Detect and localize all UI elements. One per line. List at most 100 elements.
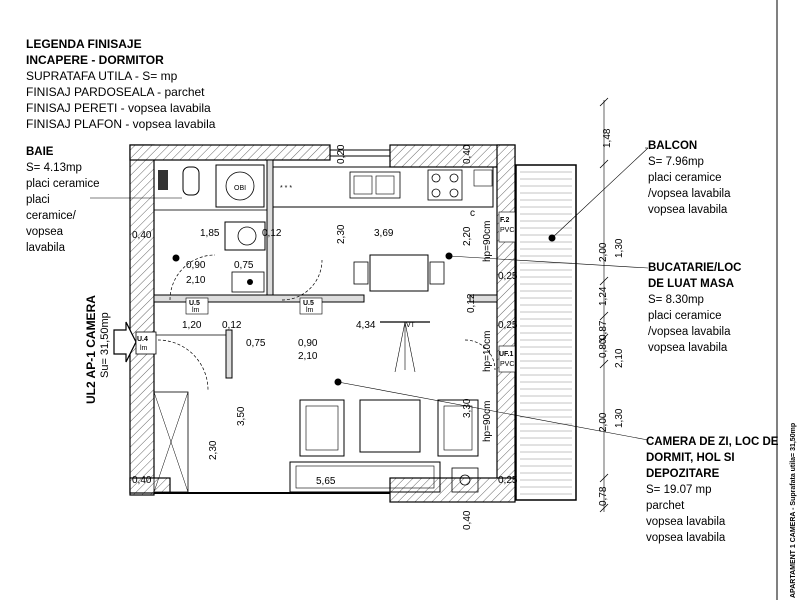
chair-1	[353, 261, 369, 285]
finish-legend: LEGENDA FINISAJE INCAPERE - DORMITOR SUP…	[26, 36, 215, 132]
baie-area: S= 4.13mp	[26, 162, 82, 174]
unit-title: UL2 AP-1 CAMERA	[84, 295, 98, 404]
window-tag-f2[interactable]: F.2 PVC	[498, 211, 516, 243]
legend-area: SUPRATAFA UTILA - S= mp	[26, 69, 178, 83]
window-north	[330, 149, 390, 157]
sofa	[289, 461, 441, 493]
balcon-finish-1: placi ceramice	[648, 172, 722, 184]
dim-5-65: 5,65	[316, 476, 336, 487]
baie-finish-4: vopsea	[26, 226, 64, 238]
washing-machine-icon	[215, 164, 265, 208]
dining-table	[369, 254, 429, 292]
dim-0-90-a: 0,90	[186, 260, 206, 271]
sink-icon	[224, 221, 266, 251]
dim-0-12-b: 0,12	[466, 293, 477, 313]
legend-ceiling: FINISAJ PLAFON - vopsea lavabila	[26, 117, 216, 131]
dim-0-75-b: 0,75	[246, 338, 266, 349]
entrance-marker[interactable]: U.4 lm	[113, 321, 157, 363]
note-bucatarie: BUCATARIE/LOC DE LUAT MASA S= 8.30mp pla…	[648, 260, 741, 356]
rdim-2-00-a: 2,00	[598, 242, 609, 262]
rdim-2-00-b: 2,00	[598, 412, 609, 432]
living-furniture	[153, 391, 479, 493]
note-camera: CAMERA DE ZI, LOC DE DORMIT, HOL SI DEPO…	[646, 434, 778, 546]
door-tag-u5-bath[interactable]: U.5 lm	[185, 297, 209, 315]
rdim-0-78: 0,78	[598, 486, 609, 506]
bathroom-fixtures: OBI	[153, 159, 268, 293]
wall-hall-stub	[225, 329, 233, 379]
unit-area: Su= 31,50mp	[99, 312, 111, 378]
entrance-arrow-icon[interactable]	[113, 321, 137, 363]
note-baie: BAIE S= 4.13mp placi ceramice placi cera…	[26, 144, 100, 256]
kitchen-fixtures: * * *	[272, 166, 494, 292]
wall-north-east	[389, 144, 516, 168]
dim-0-20: 0,20	[336, 144, 347, 164]
interior-walls	[153, 159, 498, 379]
dim-hp90cm-2: hp=90cm	[482, 401, 493, 442]
dim-0-90-b: 0,90	[298, 338, 318, 349]
entrance-dim: lm	[140, 345, 148, 352]
camera-finish-2: vopsea lavabila	[646, 516, 726, 528]
dim-0-75-a: 0,75	[234, 260, 254, 271]
baie-name: BAIE	[26, 146, 54, 158]
legend-walls: FINISAJ PERETI - vopsea lavabila	[26, 101, 211, 115]
kitchen-sink-icon	[349, 171, 401, 199]
svg-text:lm: lm	[192, 307, 200, 314]
dim-0-40-bl: 0,40	[132, 475, 152, 486]
svg-text:PVC: PVC	[500, 227, 514, 234]
armchair-right	[437, 399, 479, 457]
dim-hp90cm: hp=90cm	[482, 221, 493, 262]
dim-1-85: 1,85	[200, 228, 220, 239]
boiler-icon	[231, 271, 265, 293]
camera-finish-1: parchet	[646, 500, 685, 512]
bucatarie-name-2: DE LUAT MASA	[648, 278, 735, 290]
window-tag-uf1[interactable]: UF.1 PVC	[498, 345, 516, 373]
dim-2-30-a: 2,30	[336, 224, 347, 244]
camera-area: S= 19.07 mp	[646, 484, 712, 496]
legend-title: LEGENDA FINISAJE	[26, 37, 142, 51]
wm-label: OBI	[234, 185, 246, 192]
legend-room: INCAPERE - DORMITOR	[26, 53, 164, 67]
kitchen-counter	[272, 166, 494, 208]
rdim-0-87: 0,87	[598, 320, 609, 340]
dim-0-25-c: 0,25	[498, 475, 518, 486]
dim-0-25-a: 0,25	[498, 271, 518, 282]
dim-2-20: 2,20	[462, 226, 473, 246]
leader-lines	[90, 147, 649, 441]
right-dimension-chain: 1,48 2,00 1,30 1,24 0,80 0,87 2,10 2,00 …	[598, 97, 625, 513]
bucatarie-finish-3: vopsea lavabila	[648, 342, 728, 354]
dim-2-30-b: 2,30	[208, 440, 219, 460]
dim-0-40-bottom: 0,40	[462, 510, 473, 530]
balcony-slats	[520, 171, 572, 495]
wall-south-west	[129, 477, 171, 494]
wall-north-west	[129, 144, 331, 161]
dim-3-69: 3,69	[374, 228, 394, 239]
bucatarie-area: S= 8.30mp	[648, 294, 704, 306]
wall-south-east	[389, 477, 516, 503]
toilet-icon	[182, 166, 200, 196]
camera-name-3: DEPOZITARE	[646, 468, 720, 480]
tv-label: VT	[406, 322, 416, 329]
wall-bath-living	[153, 294, 365, 303]
dim-0-40-top: 0,40	[462, 144, 473, 164]
armchair-left	[299, 399, 345, 457]
baie-finish-5: lavabila	[26, 242, 65, 254]
camera-name-2: DORMIT, HOL SI	[646, 452, 735, 464]
svg-text:U.5: U.5	[189, 300, 200, 307]
camera-name-1: CAMERA DE ZI, LOC DE	[646, 436, 779, 448]
door-tag-u5-kitchen[interactable]: U.5 lm	[299, 297, 323, 315]
dim-0-25-b: 0,25	[498, 320, 518, 331]
balcon-finish-2: /vopsea lavabila	[648, 188, 731, 200]
bucatarie-finish-1: placi ceramice	[648, 310, 722, 322]
note-balcon: BALCON S= 7.96mp placi ceramice /vopsea …	[648, 138, 730, 218]
balcon-area: S= 7.96mp	[648, 156, 704, 168]
rdim-1-24: 1,24	[598, 286, 609, 306]
bucatarie-finish-2: /vopsea lavabila	[648, 326, 731, 338]
svg-text:UF.1: UF.1	[499, 351, 514, 358]
legend-floor: FINISAJ PARDOSEALA - parchet	[26, 85, 205, 99]
dimension-labels: 0,20 0,40 1,85 0,12 2,30 3,69 2,20 hp=90…	[132, 144, 518, 530]
baie-finish-2: placi	[26, 194, 50, 206]
dim-2-10-b: 2,10	[298, 351, 318, 362]
balcony	[515, 164, 577, 501]
stove-dots: * * *	[280, 185, 292, 192]
